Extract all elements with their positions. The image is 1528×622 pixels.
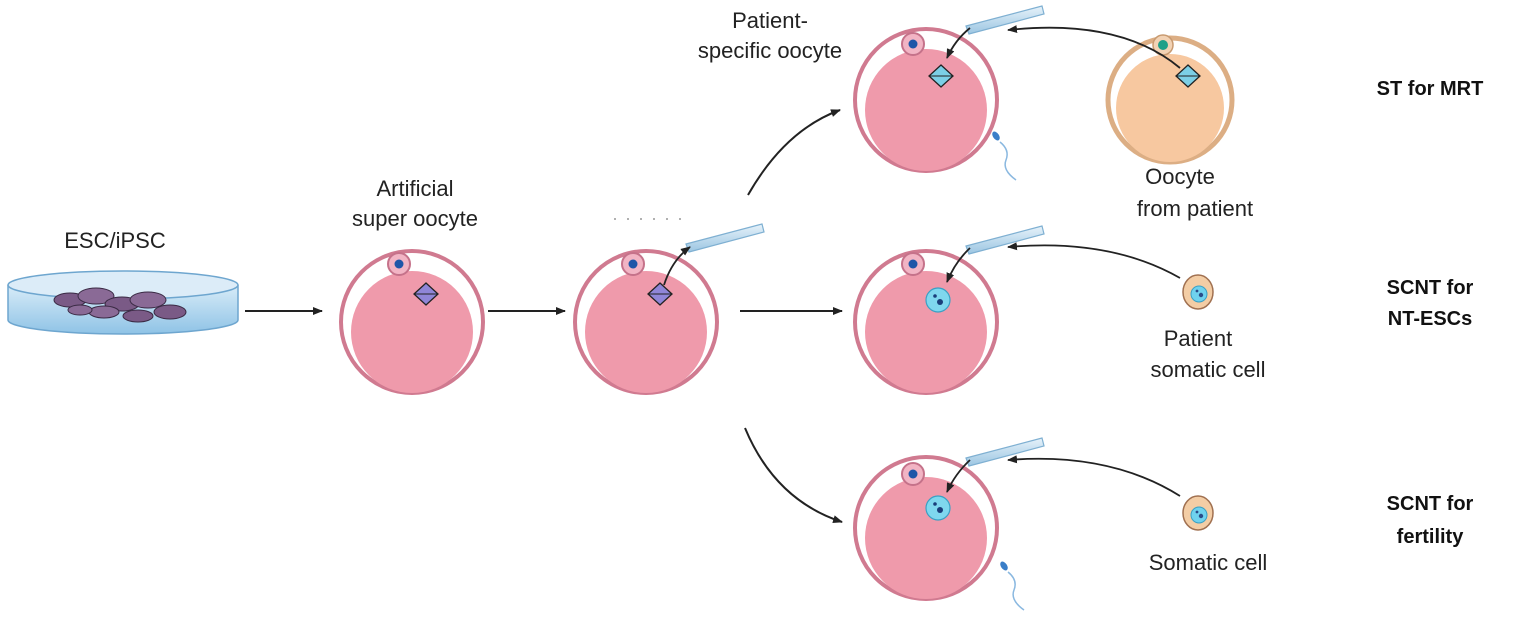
label-patient-somatic-line2: somatic cell — [1151, 357, 1266, 382]
arrow-nucleus-insert-row3 — [946, 459, 971, 493]
label-artificial-line1: Artificial — [376, 176, 453, 201]
label-patient-specific-line2: specific oocyte — [698, 38, 842, 63]
scnt-oocyte-fertility — [853, 455, 999, 601]
arrow-spindle-from-patient — [1007, 25, 1181, 69]
transfer-pipette-row1 — [965, 5, 1045, 35]
arrow-to-st-mrt — [747, 109, 841, 196]
label-esc-ipsc: ESC/iPSC — [64, 228, 166, 253]
arrow-nucleus-insert-row2 — [946, 247, 971, 283]
artificial-super-oocyte — [339, 249, 485, 395]
cell-colony — [53, 287, 187, 323]
dotted-mark — [614, 218, 681, 220]
transfer-pipette-row3 — [965, 437, 1045, 467]
sperm-row3 — [997, 559, 1025, 611]
transfer-pipette-row2 — [965, 225, 1045, 255]
arrow-spindle-insert-row1 — [946, 27, 971, 59]
label-patient-specific-line1: Patient- — [732, 8, 808, 33]
arrow-to-scnt-fertility — [744, 427, 843, 523]
enucleation-pipette — [685, 223, 765, 253]
label-artificial-line2: super oocyte — [352, 206, 478, 231]
row-label-scnt-fertility-line2: fertility — [1397, 526, 1465, 548]
row-label-scnt-fertility-line1: SCNT for — [1387, 493, 1474, 515]
label-oocyte-patient-line1: Oocyte — [1145, 164, 1215, 189]
patient-somatic-cell — [1182, 274, 1214, 310]
row-label-st-mrt: ST for MRT — [1377, 78, 1484, 100]
sperm-row1 — [989, 129, 1017, 181]
arrow-nucleus-from-patient-cell — [1007, 242, 1181, 279]
culture-dish — [7, 270, 239, 335]
label-oocyte-patient-line2: from patient — [1137, 196, 1253, 221]
arrow-nucleus-from-somatic-cell — [1007, 455, 1181, 497]
row-label-scnt-nt-escs-line2: NT-ESCs — [1388, 308, 1472, 330]
oocyte-from-patient — [1105, 34, 1235, 165]
label-patient-somatic-line1: Patient — [1164, 326, 1233, 351]
somatic-cell — [1182, 495, 1214, 531]
arrow-spindle-removal — [663, 246, 691, 286]
patient-specific-oocyte — [853, 27, 999, 173]
scnt-oocyte-nt-escs — [853, 249, 999, 395]
row-label-scnt-nt-escs-line1: SCNT for — [1387, 277, 1474, 299]
enucleation-oocyte — [573, 249, 719, 395]
label-somatic-cell: Somatic cell — [1149, 550, 1268, 575]
